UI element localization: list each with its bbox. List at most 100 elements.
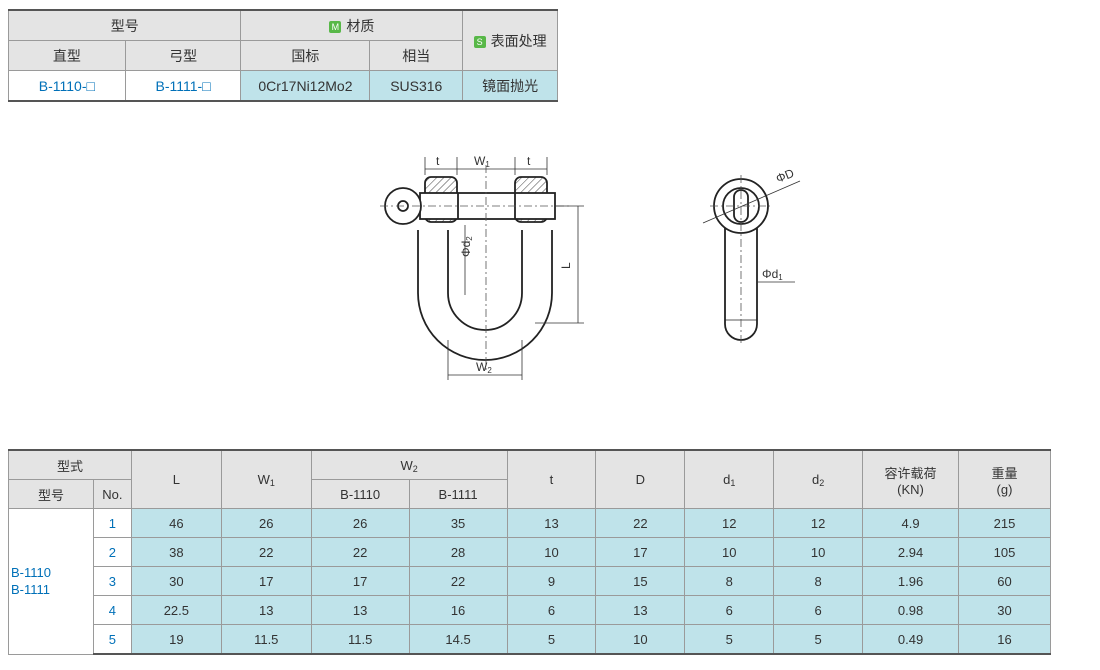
row-no: 3 — [92, 566, 132, 596]
cell-d1: 5 — [684, 624, 775, 655]
cell-t: 9 — [506, 566, 597, 596]
cell-d1: 12 — [684, 508, 775, 538]
cell-w2a: 11.5 — [310, 624, 410, 655]
cell-weight: 16 — [957, 624, 1052, 655]
cell-load: 2.94 — [862, 537, 959, 567]
header-no: No. — [92, 479, 132, 509]
header-model: 型号 — [8, 479, 94, 509]
cell-d1: 8 — [684, 566, 775, 596]
cell-load: 4.9 — [862, 508, 959, 538]
cell-load: 1.96 — [862, 566, 959, 596]
dim-w1: W1 — [474, 154, 490, 169]
cell-w2b: 22 — [408, 566, 508, 596]
header-l: L — [130, 449, 222, 509]
cell-t: 5 — [506, 624, 597, 655]
header-d: D — [595, 449, 686, 509]
cell-d1: 10 — [684, 537, 775, 567]
cell-l: 46 — [130, 508, 222, 538]
cell-d2: 6 — [773, 595, 864, 625]
dim-d2: Φd2 — [459, 236, 474, 257]
model-line-2: B-1111 — [11, 582, 51, 598]
row-no: 4 — [92, 595, 132, 625]
cell-weight: 105 — [957, 537, 1052, 567]
dim-t-right: t — [527, 154, 531, 168]
cell-w2b: 16 — [408, 595, 508, 625]
cell-w2a: 17 — [310, 566, 410, 596]
header-w2-b1110: B-1110 — [310, 479, 410, 509]
dim-t-left: t — [436, 154, 440, 168]
dim-l: L — [559, 262, 573, 269]
cell-d: 10 — [595, 624, 686, 655]
cell-weight: 30 — [957, 595, 1052, 625]
front-view — [384, 176, 556, 361]
surface-badge-icon: S — [473, 35, 486, 48]
cell-load: 0.49 — [862, 624, 959, 655]
model-line-1: B-1110 — [11, 565, 51, 581]
cell-d2: 8 — [773, 566, 864, 596]
cell-d2: 10 — [773, 537, 864, 567]
cell-w1: 11.5 — [220, 624, 312, 655]
cell-w1: 13 — [220, 595, 312, 625]
model-straight: B-1110-□ — [8, 70, 126, 102]
cell-t: 10 — [506, 537, 597, 567]
header-w1: W1 — [220, 449, 312, 509]
surface-treatment: 镜面抛光 — [462, 70, 558, 102]
cell-w2a: 13 — [310, 595, 410, 625]
header-d1: d1 — [684, 449, 775, 509]
model-bow: B-1111-□ — [124, 70, 242, 102]
row-no: 2 — [92, 537, 132, 567]
cell-w2a: 22 — [310, 537, 410, 567]
cell-w2a: 26 — [310, 508, 410, 538]
subheader-straight: 直型 — [8, 40, 126, 71]
dim-w2: W2 — [476, 360, 492, 375]
cell-w2b: 28 — [408, 537, 508, 567]
subheader-bow: 弓型 — [124, 40, 242, 71]
header-material: M 材质 — [240, 9, 464, 41]
subheader-equiv: 相当 — [369, 40, 464, 71]
cell-w2b: 14.5 — [408, 624, 508, 655]
cell-d: 22 — [595, 508, 686, 538]
header-type: 型式 — [8, 449, 132, 480]
cell-w1: 22 — [220, 537, 312, 567]
material-table: 型号 M 材质 S 表面处理 直型 弓型 国标 相当 B-1110-□ B-1111… — [7, 9, 558, 102]
cell-d2: 12 — [773, 508, 864, 538]
header-model: 型号 — [7, 9, 242, 41]
cell-d1: 6 — [684, 595, 775, 625]
cell-d: 17 — [595, 537, 686, 567]
row-no: 5 — [92, 624, 132, 655]
header-w2-b1111: B-1111 — [408, 479, 508, 509]
row-no: 1 — [92, 508, 132, 538]
cell-d: 13 — [595, 595, 686, 625]
cell-t: 6 — [506, 595, 597, 625]
header-t: t — [506, 449, 597, 509]
cell-l: 38 — [130, 537, 222, 567]
cell-l: 19 — [130, 624, 222, 655]
cell-l: 30 — [130, 566, 222, 596]
cell-d2: 5 — [773, 624, 864, 655]
header-load: 容许载荷(KN) — [862, 449, 959, 509]
subheader-gb: 国标 — [240, 40, 371, 71]
header-material-label: 材质 — [346, 17, 375, 34]
cell-l: 22.5 — [130, 595, 222, 625]
cell-w2b: 35 — [408, 508, 508, 538]
cell-w1: 26 — [220, 508, 312, 538]
shackle-drawing: t W1 t Φd2 L W2 ΦD Φd1 — [380, 154, 801, 380]
material-gb: 0Cr17Ni12Mo2 — [240, 70, 371, 102]
material-equiv: SUS316 — [369, 70, 464, 102]
header-surface: S 表面处理 — [462, 9, 558, 71]
dim-phi-d: ΦD — [774, 166, 796, 186]
header-surface-label: 表面处理 — [490, 32, 547, 49]
header-weight: 重量(g) — [957, 449, 1052, 509]
cell-w1: 17 — [220, 566, 312, 596]
header-w2: W2 — [310, 449, 508, 480]
cell-d: 15 — [595, 566, 686, 596]
cell-t: 13 — [506, 508, 597, 538]
material-badge-icon: M — [329, 20, 342, 33]
dim-d1: Φd1 — [762, 267, 783, 282]
